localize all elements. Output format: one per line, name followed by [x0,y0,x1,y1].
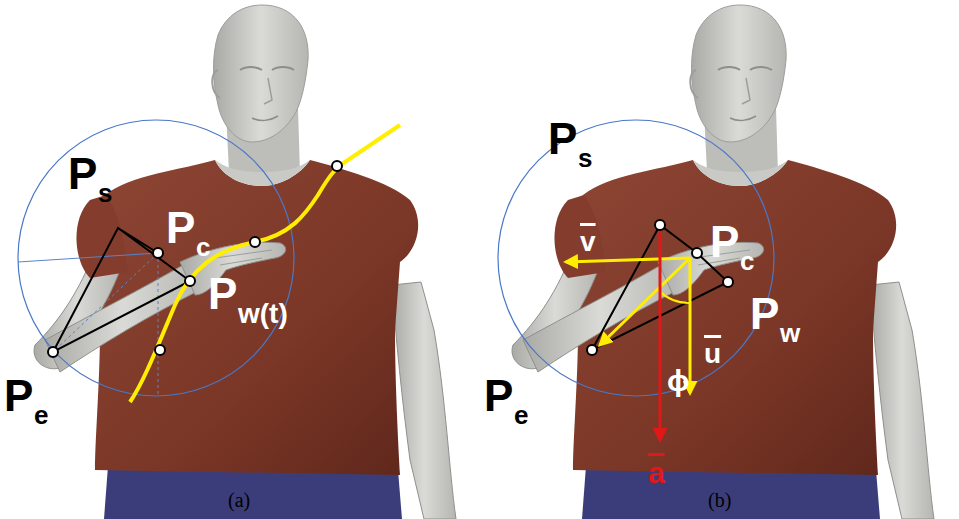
panel-b-overlay [498,120,774,440]
point-subscript: w [780,320,800,346]
point-subscript: c [196,234,210,260]
subfigure-label: (b) [708,490,731,510]
point-subscript: e [514,402,528,428]
point-label: P [548,117,577,161]
point-label: P [750,292,779,336]
point-subscript: s [578,145,592,171]
point-subscript: w(t) [238,300,288,328]
point-label: P [710,220,739,264]
point-label: P [208,272,237,316]
point-subscript: c [740,248,754,274]
panel-a-overlay [18,120,400,402]
vector-label: u [704,340,721,368]
point-label: P [4,374,33,418]
point-subscript: e [34,402,48,428]
point-subscript: s [98,180,112,206]
point-label: P [166,206,195,250]
angle-label: ϕ [667,366,690,396]
human-figure [34,5,456,519]
point-label: P [484,374,513,418]
human-figure [512,5,934,519]
subfigure-label: (a) [228,490,250,510]
vector-label: a [648,458,665,488]
point-label: P [68,152,97,196]
vector-label: v [580,228,596,256]
